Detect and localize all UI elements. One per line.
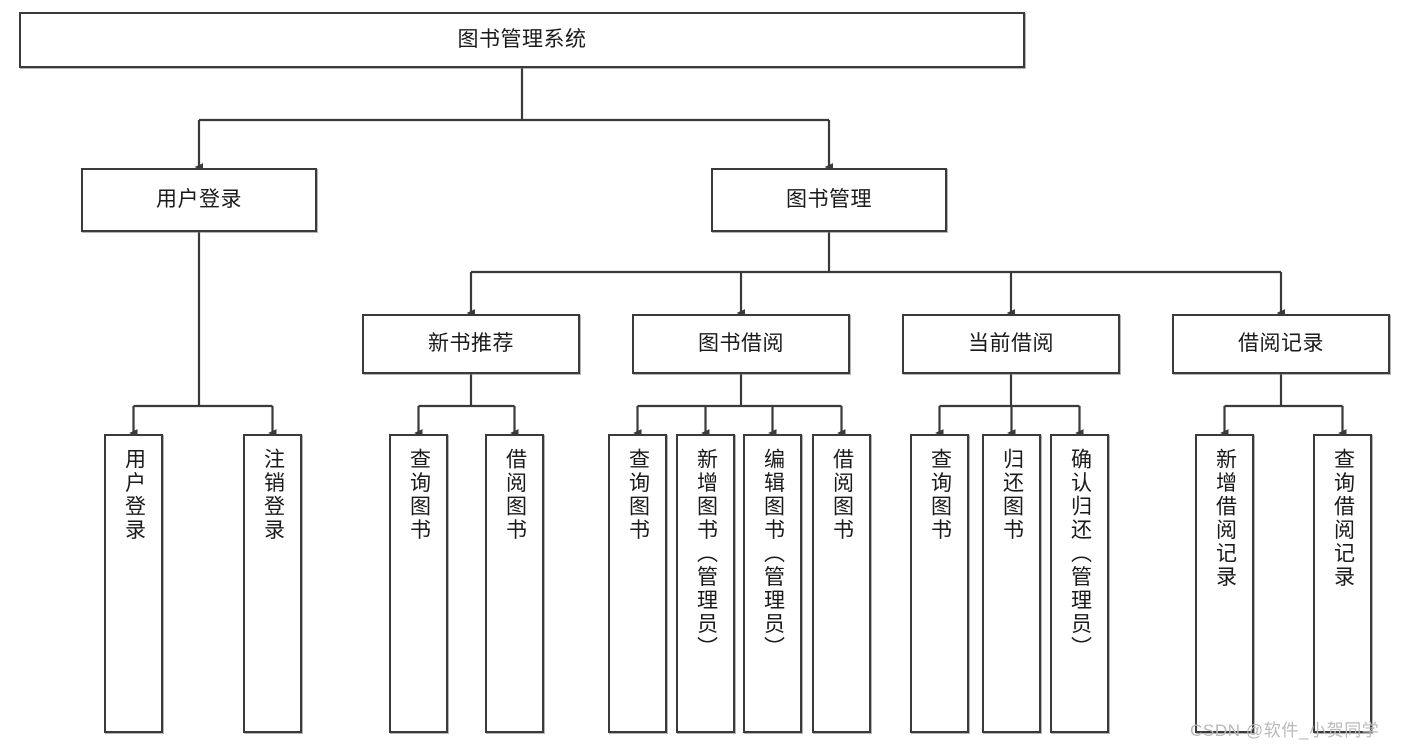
node-leaf-edit-book-label: 编辑图书（管理员） xyxy=(761,448,785,660)
node-leaf-borrow-book-1-label: 借阅图书 xyxy=(503,448,527,542)
watermark: CSDN @软件_小贺同学 xyxy=(1190,721,1380,740)
node-current-borrow-label: 当前借阅 xyxy=(968,331,1054,355)
node-user-login[interactable]: 用户登录 xyxy=(81,168,317,232)
node-leaf-edit-book[interactable]: 编辑图书（管理员） xyxy=(743,434,802,733)
node-leaf-borrow-book-2-label: 借阅图书 xyxy=(830,448,854,542)
node-leaf-add-book[interactable]: 新增图书（管理员） xyxy=(676,434,735,733)
node-root[interactable]: 图书管理系统 xyxy=(19,12,1025,68)
node-borrow-record-label: 借阅记录 xyxy=(1238,331,1324,355)
node-leaf-return-book-label: 归还图书 xyxy=(1000,448,1024,542)
node-leaf-add-record[interactable]: 新增借阅记录 xyxy=(1195,434,1254,733)
node-leaf-borrow-book-1[interactable]: 借阅图书 xyxy=(485,434,544,733)
node-leaf-query-book-1-label: 查询图书 xyxy=(407,448,431,542)
node-new-book-recommend-label: 新书推荐 xyxy=(428,331,514,355)
node-leaf-confirm-return[interactable]: 确认归还（管理员） xyxy=(1050,434,1109,733)
node-book-manage[interactable]: 图书管理 xyxy=(711,168,947,232)
node-leaf-query-book-1[interactable]: 查询图书 xyxy=(389,434,448,733)
node-leaf-return-book[interactable]: 归还图书 xyxy=(982,434,1041,733)
node-current-borrow[interactable]: 当前借阅 xyxy=(902,314,1120,374)
node-leaf-query-book-2-label: 查询图书 xyxy=(626,448,650,542)
node-book-borrow-label: 图书借阅 xyxy=(698,331,784,355)
node-leaf-query-book-3-label: 查询图书 xyxy=(928,448,952,542)
edge-layer xyxy=(129,68,1347,437)
node-new-book-recommend[interactable]: 新书推荐 xyxy=(362,314,580,374)
node-root-label: 图书管理系统 xyxy=(457,27,587,51)
node-leaf-add-record-label: 新增借阅记录 xyxy=(1213,448,1237,589)
node-leaf-query-book-3[interactable]: 查询图书 xyxy=(910,434,969,733)
node-leaf-user-login[interactable]: 用户登录 xyxy=(104,434,163,733)
node-leaf-add-book-label: 新增图书（管理员） xyxy=(694,448,718,660)
node-borrow-record[interactable]: 借阅记录 xyxy=(1172,314,1390,374)
node-user-login-label: 用户登录 xyxy=(156,187,242,211)
node-leaf-query-record-label: 查询借阅记录 xyxy=(1331,448,1355,589)
node-leaf-user-login-label: 用户登录 xyxy=(122,448,146,542)
node-leaf-query-book-2[interactable]: 查询图书 xyxy=(608,434,667,733)
node-leaf-confirm-return-label: 确认归还（管理员） xyxy=(1068,448,1092,660)
node-leaf-borrow-book-2[interactable]: 借阅图书 xyxy=(812,434,871,733)
node-leaf-query-record[interactable]: 查询借阅记录 xyxy=(1313,434,1372,733)
node-book-manage-label: 图书管理 xyxy=(786,187,872,211)
node-leaf-logout-label: 注销登录 xyxy=(261,448,285,542)
node-leaf-logout[interactable]: 注销登录 xyxy=(243,434,302,733)
node-book-borrow[interactable]: 图书借阅 xyxy=(632,314,850,374)
